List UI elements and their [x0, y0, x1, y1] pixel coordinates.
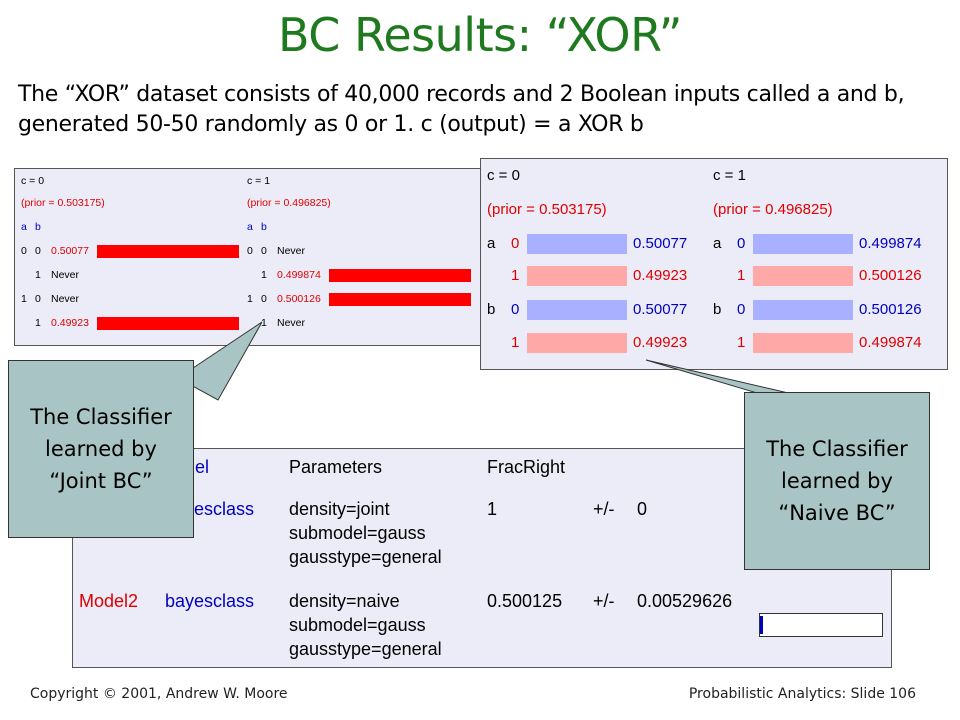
naive-c1-r3-val: 1 — [737, 334, 746, 351]
naive-c0-r2-value: 0.50077 — [633, 301, 688, 318]
row2-param-1: density=naive — [289, 591, 400, 611]
joint-c1-header-a: a — [247, 221, 253, 233]
joint-c0-r0-bar — [97, 245, 239, 258]
joint-bc-callout: The Classifier learned by “Joint BC” — [8, 360, 194, 538]
row2-error-bar-box — [759, 613, 883, 637]
joint-c1-r2-b: 0 — [261, 293, 267, 305]
joint-c0-r2-b: 0 — [35, 293, 41, 305]
row1-param-3: gausstype=general — [289, 547, 442, 567]
naive-c1-r1-bar — [753, 266, 853, 286]
naive-c1-r2-bar — [753, 300, 853, 320]
joint-c0-prior: (prior = 0.503175) — [21, 197, 105, 209]
joint-c0-r3-bar — [97, 317, 239, 330]
joint-c1-r2-a: 1 — [247, 293, 253, 305]
row2-error-bar-marker — [760, 616, 763, 634]
naive-c1-r0-var: a — [713, 235, 722, 252]
row2-frac: 0.500125 — [487, 591, 563, 611]
naive-c1-r2-val: 0 — [737, 301, 746, 318]
naive-c1-r1-val: 1 — [737, 267, 746, 284]
naive-c0-r2-val: 0 — [511, 301, 520, 318]
naive-c1-r0-bar — [753, 234, 853, 254]
naive-c1-r3-value: 0.499874 — [859, 334, 922, 351]
naive-c1-prior: (prior = 0.496825) — [713, 201, 833, 218]
footer-slide-number: Probabilistic Analytics: Slide 106 — [688, 686, 916, 702]
joint-c0-r0-b: 0 — [35, 245, 41, 257]
naive-c0-r1-val: 1 — [511, 267, 520, 284]
joint-c1-r1-bar — [329, 269, 471, 282]
row1-model-type: yesclass — [185, 499, 255, 519]
naive-c1-r3-bar — [753, 333, 853, 353]
joint-c0-header-a: a — [21, 221, 27, 233]
joint-c1-label: c = 1 — [247, 175, 271, 187]
joint-c0-r2-a: 1 — [21, 293, 27, 305]
joint-c1-r3-b: 1 — [261, 317, 267, 329]
slide-title: BC Results: “XOR” — [278, 8, 682, 62]
joint-c1-r0-b: 0 — [261, 245, 267, 257]
joint-c0-header-b: b — [35, 221, 41, 233]
joint-c1-r0-value: Never — [277, 245, 306, 257]
header-fracright: FracRight — [487, 457, 566, 477]
naive-c0-r3-val: 1 — [511, 334, 520, 351]
joint-c0-r0-value: 0.50077 — [51, 245, 89, 257]
joint-c1-r2-bar — [329, 293, 471, 306]
naive-c0-prior: (prior = 0.503175) — [487, 201, 607, 218]
joint-c1-header-b: b — [261, 221, 267, 233]
joint-c1-r3-value: Never — [277, 317, 306, 329]
row2-param-3: gausstype=general — [289, 639, 442, 659]
naive-c1-label: c = 1 — [713, 167, 746, 184]
naive-c0-r2-var: b — [487, 301, 496, 318]
naive-c0-r3-bar — [527, 333, 627, 353]
joint-c1-r1-b: 1 — [261, 269, 267, 281]
naive-c1-r0-val: 0 — [737, 235, 746, 252]
row2-err: 0.00529626 — [637, 591, 733, 611]
row2-param-2: submodel=gauss — [289, 615, 426, 635]
footer-copyright: Copyright © 2001, Andrew W. Moore — [30, 686, 288, 702]
row2-model: Model2 — [79, 591, 139, 611]
row2-pm: +/- — [593, 591, 615, 611]
naive-c0-r0-var: a — [487, 235, 496, 252]
row1-pm: +/- — [593, 499, 615, 519]
row1-param-2: submodel=gauss — [289, 523, 426, 543]
row1-frac: 1 — [487, 499, 498, 519]
row2-model-type: bayesclass — [165, 591, 255, 611]
row1-err: 0 — [637, 499, 648, 519]
joint-c1-r0-a: 0 — [247, 245, 253, 257]
naive-c1-r1-value: 0.500126 — [859, 267, 922, 284]
joint-c0-r1-b: 1 — [35, 269, 41, 281]
naive-c0-r1-bar — [527, 266, 627, 286]
naive-c0-label: c = 0 — [487, 167, 520, 184]
joint-c1-r2-value: 0.500126 — [277, 293, 321, 305]
naive-c1-r2-value: 0.500126 — [859, 301, 922, 318]
header-parameters: Parameters — [289, 457, 383, 477]
naive-c0-r0-bar — [527, 234, 627, 254]
naive-bc-panel: c = 0 (prior = 0.503175) a 0 0.50077 1 0… — [480, 158, 948, 370]
naive-c0-r0-value: 0.50077 — [633, 235, 688, 252]
naive-bc-callout: The Classifier learned by “Naive BC” — [744, 392, 930, 570]
joint-c0-r0-a: 0 — [21, 245, 27, 257]
naive-c0-r2-bar — [527, 300, 627, 320]
joint-c0-r3-value: 0.49923 — [51, 317, 89, 329]
joint-c0-label: c = 0 — [21, 175, 45, 187]
joint-c1-prior: (prior = 0.496825) — [247, 197, 331, 209]
naive-c0-r3-value: 0.49923 — [633, 334, 688, 351]
naive-c0-r0-val: 0 — [511, 235, 520, 252]
naive-c0-r1-value: 0.49923 — [633, 267, 688, 284]
joint-bc-panel: c = 0 (prior = 0.503175) a b 0 0 0.50077… — [14, 168, 482, 346]
joint-c0-r3-b: 1 — [35, 317, 41, 329]
joint-c0-r2-value: Never — [51, 293, 80, 305]
naive-c1-r0-value: 0.499874 — [859, 235, 922, 252]
joint-c0-r1-value: Never — [51, 269, 80, 281]
joint-c1-r1-value: 0.499874 — [277, 269, 321, 281]
intro-text: The “XOR” dataset consists of 40,000 rec… — [18, 82, 905, 137]
row1-param-1: density=joint — [289, 499, 390, 519]
naive-c1-r2-var: b — [713, 301, 722, 318]
